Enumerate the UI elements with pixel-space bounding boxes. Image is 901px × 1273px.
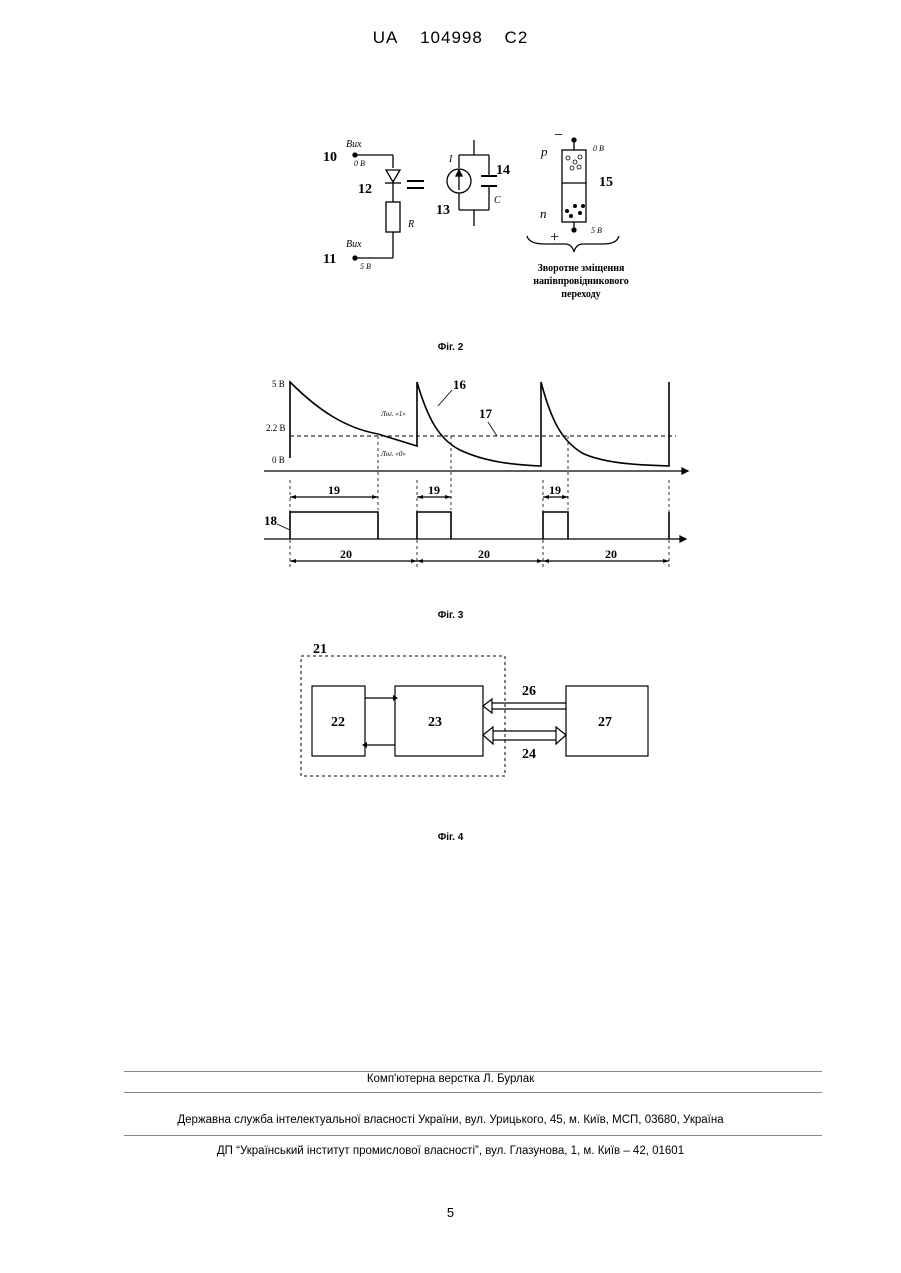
fig4-caption: Фіг. 4	[0, 832, 901, 843]
fig2-label-10: 10	[323, 150, 337, 165]
fig3-label-17: 17	[479, 406, 493, 421]
fig2-vout-top: Вих	[346, 139, 362, 150]
fig4-label-27: 27	[598, 715, 612, 730]
footer-rule-1	[124, 1071, 822, 1072]
fig4-label-21: 21	[313, 642, 327, 657]
footer-rule-2	[124, 1092, 822, 1093]
fig3-label-20c: 20	[605, 547, 617, 561]
fig2-vout-bot: Вих	[346, 239, 362, 250]
fig2-label-12: 12	[358, 182, 372, 197]
fig3-label-19c: 19	[549, 483, 561, 497]
fig3-y-5v: 5 В	[272, 379, 285, 389]
footer-institute: ДП “Український інститут промислової вла…	[0, 1145, 901, 1157]
fig2-v5-bot: 5 В	[360, 262, 371, 271]
fig4-label-24: 24	[522, 747, 536, 762]
figure-2: 10 12 11 13 14 15 Вих 0 В Вих 5 В R I C …	[0, 0, 901, 340]
figure-4: 21 22 23 27 26 24	[0, 640, 901, 800]
footer-layout: Комп'ютерна верстка Л. Бурлак	[0, 1073, 901, 1085]
fig2-note-line1: Зворотне зміщення	[538, 263, 626, 274]
fig3-label-19b: 19	[428, 483, 440, 497]
fig4-label-23: 23	[428, 715, 442, 730]
fig2-v0-right: 0 В	[593, 144, 604, 153]
fig3-label-16: 16	[453, 377, 467, 392]
figure-3: 5 В 2.2 В 0 В Лог. «1» Лог. «0» 16 17 18…	[0, 370, 901, 630]
fig2-note-line3: переходу	[561, 289, 600, 300]
fig3-label-19a: 19	[328, 483, 340, 497]
fig3-log0: Лог. «0»	[380, 450, 406, 458]
footer-rule-3	[124, 1135, 822, 1136]
footer-service: Державна служба інтелектуальної власност…	[0, 1114, 901, 1126]
fig3-label-20b: 20	[478, 547, 490, 561]
fig2-r-label: R	[407, 219, 414, 230]
fig3-y-0v: 0 В	[272, 455, 285, 465]
fig4-label-22: 22	[331, 715, 345, 730]
page-number: 5	[0, 1205, 901, 1220]
fig2-note-line2: напівпровідникового	[533, 276, 628, 287]
fig3-log1: Лог. «1»	[380, 410, 406, 418]
fig2-label-13: 13	[436, 203, 450, 218]
fig2-label-14: 14	[496, 163, 510, 178]
fig2-label-15: 15	[599, 175, 613, 190]
fig2-plus: +	[550, 229, 559, 246]
fig3-label-18: 18	[264, 513, 278, 528]
fig3-y-22v: 2.2 В	[266, 423, 286, 433]
fig2-caption: Фіг. 2	[0, 342, 901, 353]
fig2-label-11: 11	[323, 252, 336, 267]
fig2-p-label: p	[540, 144, 548, 159]
fig3-caption: Фіг. 3	[0, 610, 901, 621]
fig4-label-26: 26	[522, 684, 536, 699]
fig2-c-label: C	[494, 195, 501, 206]
fig2-v0-top: 0 В	[354, 159, 365, 168]
fig2-n-label: n	[540, 206, 547, 221]
fig3-label-20a: 20	[340, 547, 352, 561]
fig2-i-label: I	[448, 154, 453, 165]
fig2-minus: −	[554, 127, 563, 144]
fig2-v5-right: 5 В	[591, 226, 602, 235]
